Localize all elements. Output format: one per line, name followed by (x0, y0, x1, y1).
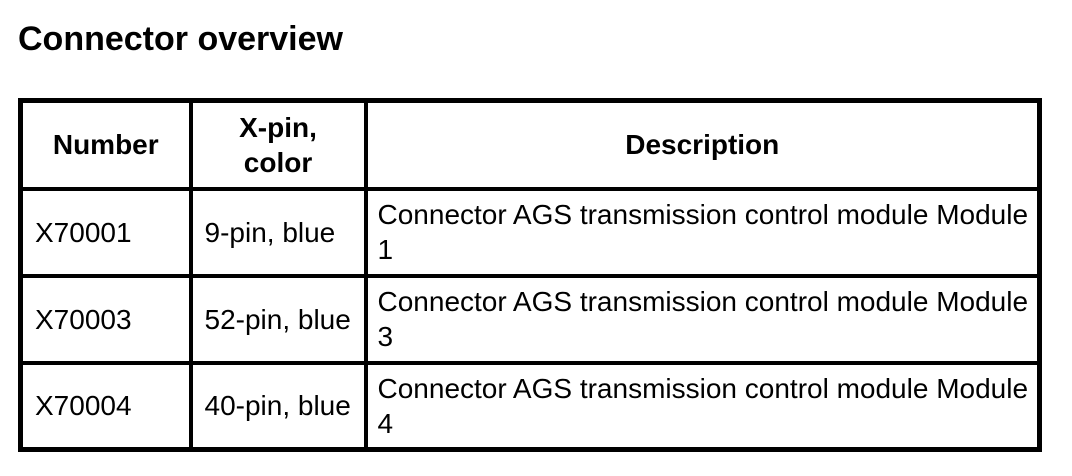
cell-description: Connector AGS transmission control modul… (363, 360, 1042, 452)
cell-pin-color: 52-pin, blue (188, 273, 368, 365)
page-title: Connector overview (18, 20, 343, 58)
cell-description: Connector AGS transmission control modul… (363, 273, 1042, 365)
table-row: X70001 9-pin, blue Connector AGS transmi… (18, 186, 1042, 278)
cell-number: X70004 (18, 360, 193, 452)
table-header-pin-color: X-pin, color (188, 98, 368, 191)
table-row: X70004 40-pin, blue Connector AGS transm… (18, 360, 1042, 452)
table-header-number: Number (18, 98, 193, 191)
cell-description: Connector AGS transmission control modul… (363, 186, 1042, 278)
table-header-row: Number X-pin, color Description (18, 98, 1042, 191)
table-row: X70003 52-pin, blue Connector AGS transm… (18, 273, 1042, 365)
table-header-description: Description (363, 98, 1042, 191)
cell-number: X70003 (18, 273, 193, 365)
cell-pin-color: 40-pin, blue (188, 360, 368, 452)
connector-overview-table: Number X-pin, color Description X70001 9… (18, 98, 1042, 452)
cell-pin-color: 9-pin, blue (188, 186, 368, 278)
cell-number: X70001 (18, 186, 193, 278)
